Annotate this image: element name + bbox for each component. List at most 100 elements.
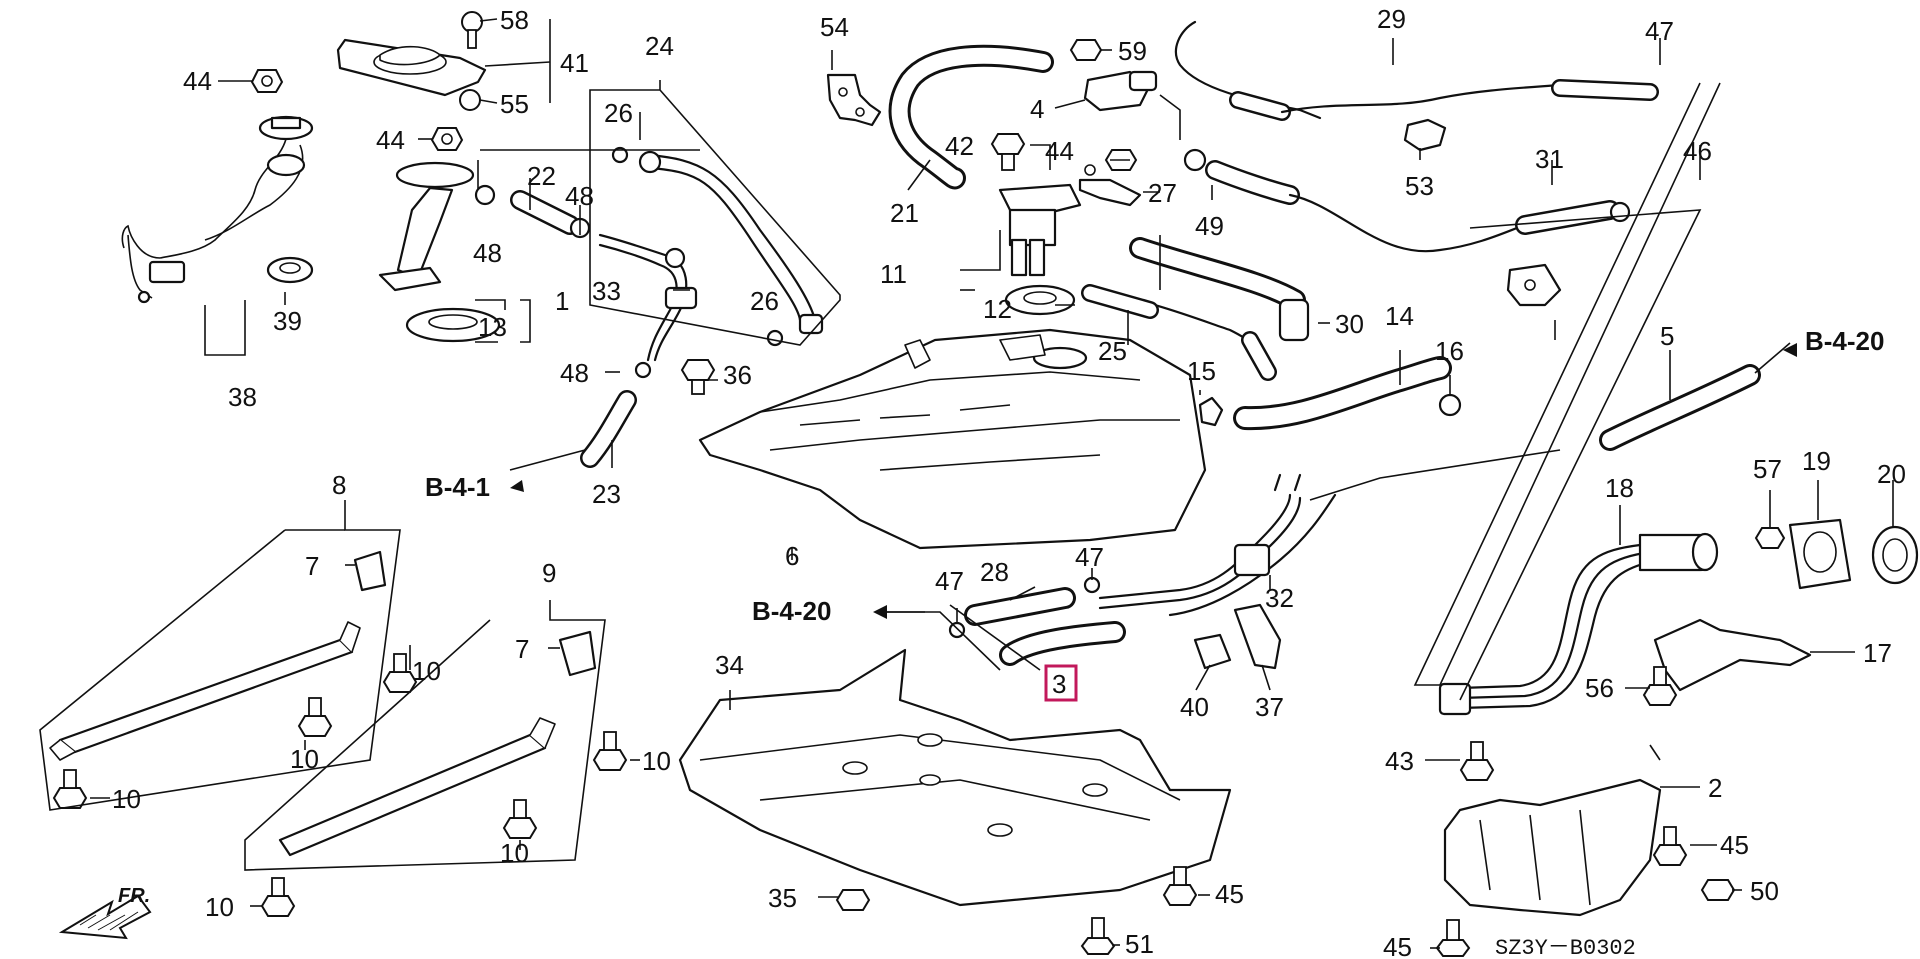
front-marker-label: FR. — [118, 885, 150, 907]
callout-46[interactable]: 46 — [1683, 136, 1712, 166]
callout-4[interactable]: 4 — [1030, 94, 1044, 124]
callout-38[interactable]: 38 — [228, 382, 257, 412]
callout-numbers: 58 41 55 44 44 24 26 22 48 48 1 13 33 48… — [112, 4, 1906, 959]
callout-48-b[interactable]: 48 — [473, 238, 502, 268]
hose-29-illustration — [1174, 20, 1659, 121]
fuel-lid-19-illustration — [1754, 518, 1919, 590]
callout-10-d[interactable]: 10 — [642, 746, 671, 776]
callout-30[interactable]: 30 — [1335, 309, 1364, 339]
filler-pipe-lines-illustration — [1098, 473, 1337, 617]
callout-47-a[interactable]: 47 — [1645, 16, 1674, 46]
callout-20[interactable]: 20 — [1877, 459, 1906, 489]
callout-10-e[interactable]: 10 — [500, 838, 529, 868]
hose-23-illustration — [580, 390, 637, 468]
callout-43[interactable]: 43 — [1385, 746, 1414, 776]
callout-7-a[interactable]: 7 — [305, 551, 319, 581]
callout-5[interactable]: 5 — [1660, 321, 1674, 351]
callout-45-a[interactable]: 45 — [1720, 830, 1749, 860]
callout-45-b[interactable]: 45 — [1383, 932, 1412, 959]
callout-23[interactable]: 23 — [592, 479, 621, 509]
filler-neck-18-illustration — [1438, 532, 1719, 716]
callout-13[interactable]: 13 — [478, 312, 507, 342]
reference-labels: B-4-20 B-4-20 B-4-1 — [425, 326, 1884, 626]
callout-44-c[interactable]: 44 — [1045, 136, 1074, 166]
callout-6[interactable]: 6 — [785, 541, 799, 571]
bracket-52-illustration — [1506, 263, 1562, 307]
callout-35[interactable]: 35 — [768, 883, 797, 913]
fuel-pump-assembly-illustration — [378, 161, 591, 343]
callout-49[interactable]: 49 — [1195, 211, 1224, 241]
callout-53[interactable]: 53 — [1405, 171, 1434, 201]
callout-28[interactable]: 28 — [980, 557, 1009, 587]
callout-44-a[interactable]: 44 — [183, 66, 212, 96]
callout-27[interactable]: 27 — [1148, 178, 1177, 208]
bolt-36-illustration — [680, 359, 716, 395]
callout-15[interactable]: 15 — [1187, 356, 1216, 386]
callout-41[interactable]: 41 — [560, 48, 589, 78]
callout-21[interactable]: 21 — [890, 198, 919, 228]
callout-9[interactable]: 9 — [542, 558, 556, 588]
under-cover-34-illustration — [678, 648, 1232, 907]
highlight-box-3 — [1044, 664, 1078, 702]
bolt-10-illustrations — [52, 653, 628, 917]
ref-b-4-20-center[interactable]: B-4-20 — [752, 596, 831, 626]
callout-26-b[interactable]: 26 — [750, 286, 779, 316]
callout-50[interactable]: 50 — [1750, 876, 1779, 906]
callout-32[interactable]: 32 — [1265, 583, 1294, 613]
callout-36[interactable]: 36 — [723, 360, 752, 390]
callout-47-b[interactable]: 47 — [935, 566, 964, 596]
ref-b-4-1[interactable]: B-4-1 — [425, 472, 490, 502]
callout-11[interactable]: 11 — [880, 259, 907, 289]
callout-10-c[interactable]: 10 — [112, 784, 141, 814]
callout-34[interactable]: 34 — [715, 650, 744, 680]
leader-lines — [39, 18, 1894, 949]
callout-40[interactable]: 40 — [1180, 692, 1209, 722]
callout-25[interactable]: 25 — [1098, 336, 1127, 366]
callout-18[interactable]: 18 — [1605, 473, 1634, 503]
callout-56[interactable]: 56 — [1585, 673, 1614, 703]
hose-21-illustration — [888, 44, 1054, 190]
callout-37[interactable]: 37 — [1255, 692, 1284, 722]
callout-42[interactable]: 42 — [945, 131, 974, 161]
callout-39[interactable]: 39 — [273, 306, 302, 336]
callout-12[interactable]: 12 — [983, 294, 1012, 324]
filler-tube-30-illustration — [1129, 237, 1310, 342]
callout-8[interactable]: 8 — [332, 470, 346, 500]
callout-29[interactable]: 29 — [1377, 4, 1406, 34]
callout-14[interactable]: 14 — [1385, 301, 1414, 331]
callout-26-a[interactable]: 26 — [604, 98, 633, 128]
callout-48-c[interactable]: 48 — [560, 358, 589, 388]
callout-22[interactable]: 22 — [527, 161, 556, 191]
callout-45-c[interactable]: 45 — [1215, 879, 1244, 909]
tube-25-illustration — [1081, 284, 1277, 381]
clamps-40-37-illustration — [1193, 603, 1282, 670]
ref-b-4-20-right[interactable]: B-4-20 — [1805, 326, 1884, 356]
callout-10-b[interactable]: 10 — [290, 744, 319, 774]
callout-10-a[interactable]: 10 — [412, 656, 441, 686]
callout-47-c[interactable]: 47 — [1075, 542, 1104, 572]
callout-59[interactable]: 59 — [1118, 36, 1147, 66]
callout-24[interactable]: 24 — [645, 31, 674, 61]
hoses-28-3-illustration — [948, 576, 1126, 666]
callout-19[interactable]: 19 — [1802, 446, 1831, 476]
vent-tube-24-illustration — [611, 146, 824, 347]
callout-2[interactable]: 2 — [1708, 773, 1722, 803]
callout-51[interactable]: 51 — [1125, 929, 1154, 959]
tank-strap-9-illustration — [278, 630, 597, 857]
callout-33[interactable]: 33 — [592, 276, 621, 306]
callout-1[interactable]: 1 — [555, 286, 569, 316]
callout-54[interactable]: 54 — [820, 12, 849, 42]
callout-44-b[interactable]: 44 — [376, 125, 405, 155]
callout-55[interactable]: 55 — [500, 89, 529, 119]
callout-31[interactable]: 31 — [1535, 144, 1564, 174]
callout-10-f[interactable]: 10 — [205, 892, 234, 922]
callout-16[interactable]: 16 — [1435, 336, 1464, 366]
callout-48-a[interactable]: 48 — [565, 181, 594, 211]
callout-57[interactable]: 57 — [1753, 454, 1782, 484]
callout-7-b[interactable]: 7 — [515, 634, 529, 664]
callout-3-highlighted[interactable]: 3 — [1052, 669, 1066, 699]
diagram-code: SZ3Y－B0302 — [1495, 936, 1636, 959]
callout-58[interactable]: 58 — [500, 5, 529, 35]
callout-17[interactable]: 17 — [1863, 638, 1892, 668]
front-direction-arrow — [58, 894, 152, 940]
